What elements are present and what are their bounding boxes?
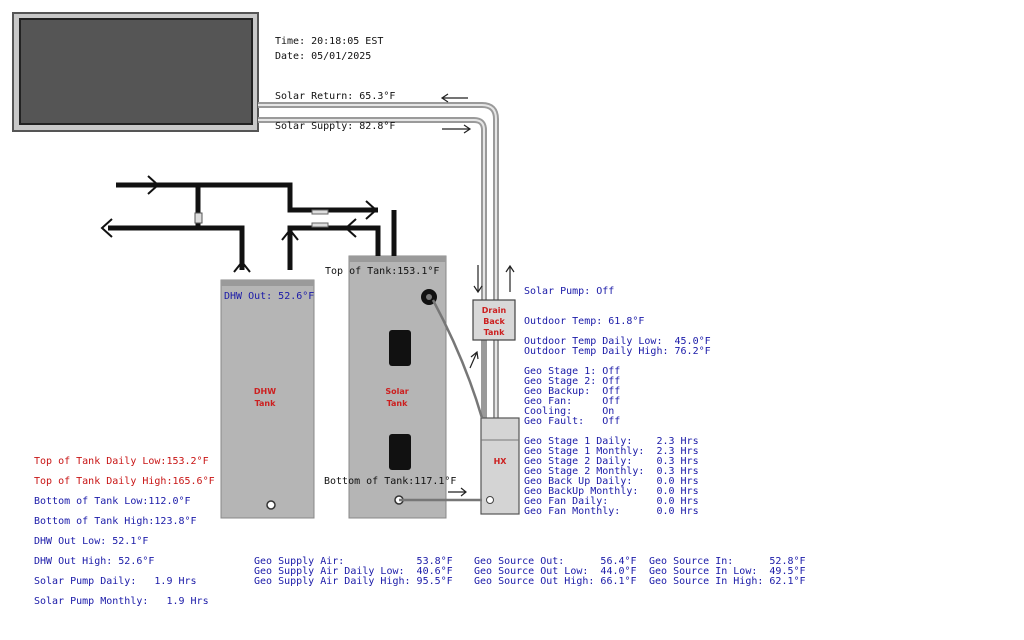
solar-pump-daily: Solar Pump Daily: 1.9 Hrs <box>34 576 197 587</box>
hx-label: HX <box>494 457 508 466</box>
geo-hours-line: Geo BackUp Monthly: 0.0 Hrs <box>524 486 699 497</box>
geo-status-line: Cooling: On <box>524 406 615 417</box>
geo-status-line: Geo Stage 2: Off <box>524 376 621 387</box>
bottom-tank-high: Bottom of Tank High:123.8°F <box>34 516 197 527</box>
drain-back-label-1: Drain <box>482 306 507 315</box>
geo-supply-line: Geo Supply Air Daily Low: 40.6°F <box>254 566 453 577</box>
drain-back-label-2: Back <box>483 317 505 326</box>
geo-source-in-line: Geo Source In Low: 49.5°F <box>649 566 806 577</box>
dhw-out-readout: DHW Out: 52.6°F <box>224 291 315 302</box>
geo-source-out-line: Geo Source Out High: 66.1°F <box>474 576 637 587</box>
drain-back-tank <box>472 299 516 341</box>
dhw-tank-label-1: DHW <box>254 387 276 396</box>
geo-source-out-line: Geo Source Out Low: 44.0°F <box>474 566 637 577</box>
drain-back-label-3: Tank <box>484 328 506 337</box>
geo-status-line: Geo Fan: Off <box>524 396 621 407</box>
solar-collector <box>12 12 259 132</box>
geo-hours-line: Geo Stage 1 Monthly: 2.3 Hrs <box>524 446 699 457</box>
dhw-tank-label-2: Tank <box>255 399 277 408</box>
valves <box>194 209 329 228</box>
top-of-tank-readout: Top of Tank:153.1°F <box>325 266 440 277</box>
heat-exchanger <box>480 417 520 515</box>
dhw-out-low: DHW Out Low: 52.1°F <box>34 536 149 547</box>
solar-supply-readout: Solar Supply: 82.8°F <box>275 121 396 132</box>
solar-pump-status: Solar Pump: Off <box>524 286 615 297</box>
geo-hours-line: Geo Stage 2 Monthly: 0.3 Hrs <box>524 466 699 477</box>
geo-supply-line: Geo Supply Air: 53.8°F <box>254 556 453 567</box>
geo-hours-line: Geo Fan Monthly: 0.0 Hrs <box>524 506 699 517</box>
top-tank-daily-low: Top of Tank Daily Low:153.2°F <box>34 456 209 467</box>
geo-status-line: Geo Backup: Off <box>524 386 621 397</box>
solar-pump-monthly: Solar Pump Monthly: 1.9 Hrs <box>34 596 209 607</box>
solar-return-readout: Solar Return: 65.3°F <box>275 91 396 102</box>
solar-tank <box>348 255 447 519</box>
solar-tank-label-2: Tank <box>387 399 409 408</box>
plumbing-arrows <box>100 175 378 273</box>
outdoor-temp-daily-high: Outdoor Temp Daily High: 76.2°F <box>524 346 711 357</box>
dhw-tank <box>220 279 315 519</box>
solar-tank-label-1: Solar <box>385 387 408 396</box>
top-tank-daily-high: Top of Tank Daily High:165.6°F <box>34 476 215 487</box>
outdoor-temp-daily-low: Outdoor Temp Daily Low: 45.0°F <box>524 336 711 347</box>
geo-status-line: Geo Stage 1: Off <box>524 366 621 377</box>
bottom-of-tank-readout: Bottom of Tank:117.1°F <box>324 476 457 487</box>
geo-hours-line: Geo Stage 1 Daily: 2.3 Hrs <box>524 436 699 447</box>
geo-supply-line: Geo Supply Air Daily High: 95.5°F <box>254 576 453 587</box>
dhw-plumbing <box>108 182 397 270</box>
geo-source-out-line: Geo Source Out: 56.4°F <box>474 556 637 567</box>
geo-hours-line: Geo Back Up Daily: 0.0 Hrs <box>524 476 699 487</box>
dhw-out-high: DHW Out High: 52.6°F <box>34 556 155 567</box>
flow-arrows <box>440 93 515 497</box>
time-readout: Time: 20:18:05 EST <box>275 36 384 47</box>
geo-hours-line: Geo Fan Daily: 0.0 Hrs <box>524 496 699 507</box>
geo-source-in-line: Geo Source In: 52.8°F <box>649 556 806 567</box>
outdoor-temp: Outdoor Temp: 61.8°F <box>524 316 645 327</box>
geo-source-in-line: Geo Source In High: 62.1°F <box>649 576 806 587</box>
geo-status-line: Geo Fault: Off <box>524 416 621 427</box>
bottom-tank-low: Bottom of Tank Low:112.0°F <box>34 496 191 507</box>
geo-hours-line: Geo Stage 2 Daily: 0.3 Hrs <box>524 456 699 467</box>
date-readout: Date: 05/01/2025 <box>275 51 372 62</box>
